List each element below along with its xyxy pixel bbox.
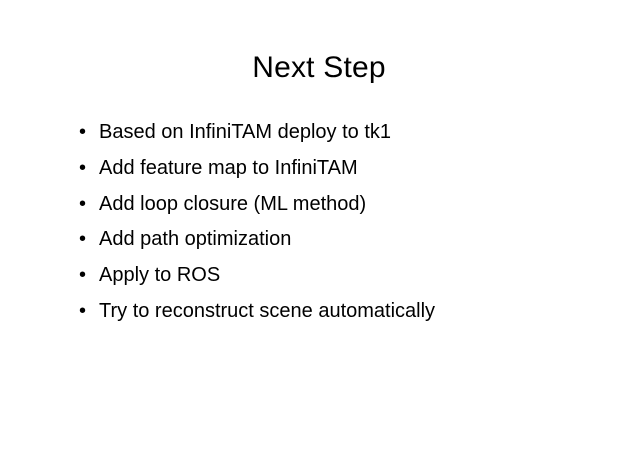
list-item-label: Add path optimization	[99, 228, 292, 251]
bullet-point-icon: •	[79, 228, 87, 251]
bullet-list: • Based on InfiniTAM deploy to tk1 • Add…	[74, 118, 594, 333]
list-item-label: Add loop closure (ML method)	[99, 192, 367, 215]
bullet-point-icon: •	[79, 156, 87, 179]
list-item-label: Add feature map to InfiniTAM	[99, 156, 358, 179]
bullet-point-icon: •	[79, 192, 87, 215]
list-item-label: Apply to ROS	[99, 264, 221, 287]
bullet-point-icon: •	[79, 299, 87, 322]
page-title: Next Step	[252, 51, 386, 84]
list-item: • Apply to ROS	[74, 261, 594, 297]
list-item: • Based on InfiniTAM deploy to tk1	[74, 118, 594, 154]
list-item-label: Based on InfiniTAM deploy to tk1	[99, 121, 392, 143]
list-item: • Add feature map to InfiniTAM	[74, 154, 594, 190]
bullet-point-icon: •	[79, 264, 87, 287]
list-item: • Add loop closure (ML method)	[74, 190, 594, 226]
bullet-point-icon: •	[79, 121, 87, 143]
list-item: • Try to reconstruct scene automatically	[74, 297, 594, 333]
list-item: • Add path optimization	[74, 225, 594, 261]
list-item-label: Try to reconstruct scene automatically	[99, 299, 436, 322]
